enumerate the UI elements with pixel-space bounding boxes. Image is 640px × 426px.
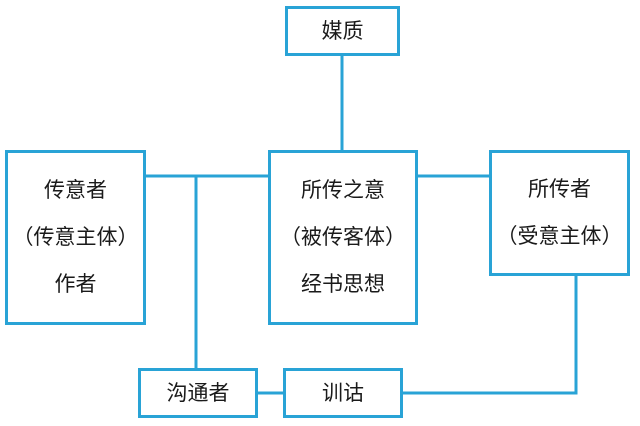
node-message: 所传之意 （被传客体） 经书思想 <box>268 150 418 325</box>
node-sender-subtitle: （传意主体） <box>12 225 139 249</box>
node-message-subtitle: （被传客体） <box>280 225 406 249</box>
node-sender-title: 传意者 <box>44 178 107 202</box>
connector-exegesis-to-receiver <box>403 276 578 395</box>
node-receiver-title: 所传者 <box>528 177 591 201</box>
node-sender: 传意者 （传意主体） 作者 <box>5 150 146 325</box>
node-communicator-label: 沟通者 <box>166 380 230 405</box>
node-media-label: 媒质 <box>321 18 364 43</box>
node-receiver: 所传者 （受意主体） <box>489 150 630 276</box>
node-message-note: 经书思想 <box>301 272 385 296</box>
node-exegesis-label: 训诂 <box>322 380 364 405</box>
node-communicator: 沟通者 <box>138 368 258 418</box>
node-media: 媒质 <box>285 6 400 56</box>
node-message-title: 所传之意 <box>301 178 385 202</box>
node-receiver-subtitle: （受意主体） <box>496 224 623 248</box>
node-exegesis: 训诂 <box>283 368 403 418</box>
node-sender-note: 作者 <box>54 272 97 296</box>
